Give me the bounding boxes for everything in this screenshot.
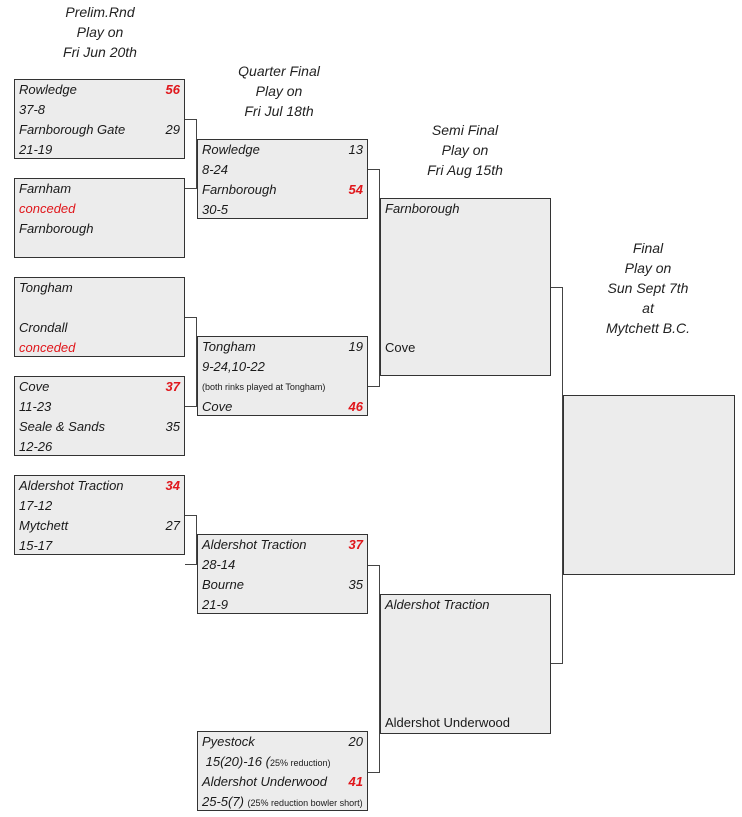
team-name: Farnborough Gate <box>19 122 126 137</box>
quarter-play: Play on <box>255 83 303 99</box>
team-name: Cove <box>19 379 50 394</box>
final-play: Play on <box>624 260 672 276</box>
team-name: Pyestock <box>202 734 255 749</box>
final-at: at <box>642 300 654 316</box>
team-score: 20 <box>348 734 363 749</box>
team-score: 46 <box>348 399 363 414</box>
prelim-match-2: Farnham conceded Farnborough <box>14 178 185 258</box>
quarter-title: Quarter Final <box>238 63 320 79</box>
conceded-note: conceded <box>19 340 76 355</box>
rink-detail: 37-8 <box>19 102 46 117</box>
team-score: 19 <box>348 339 363 354</box>
semi-heading: Semi Final Play on Fri Aug 15th <box>400 120 530 180</box>
team-name: Rowledge <box>202 142 260 157</box>
team-score: 37 <box>348 537 363 552</box>
final-match <box>563 395 735 575</box>
bracket-connector <box>368 565 380 773</box>
semi-play: Play on <box>441 142 489 158</box>
prelim-heading: Prelim.Rnd Play on Fri Jun 20th <box>35 2 165 62</box>
team-name: Cove <box>202 399 233 414</box>
team-name: Farnborough <box>19 221 94 236</box>
team-name: Bourne <box>202 577 244 592</box>
rink-detail: 15(20)-16 ( <box>205 754 270 769</box>
prelim-match-3: Tongham Crondall conceded <box>14 277 185 357</box>
team-name: Rowledge <box>19 82 77 97</box>
team-name: Aldershot Traction <box>19 478 124 493</box>
semi-match-1: Farnborough Cove <box>380 198 551 376</box>
quarter-match-4: Pyestock 20 15(20)-16 (25% reduction) Ald… <box>197 731 368 811</box>
rink-detail: 15-17 <box>19 538 53 553</box>
rink-detail: 28-14 <box>202 557 236 572</box>
team-name: Tongham <box>202 339 256 354</box>
team-name: Seale & Sands <box>19 419 106 434</box>
bracket-connector <box>551 287 563 664</box>
conceded-note: conceded <box>19 201 76 216</box>
team-name: Aldershot Underwood <box>202 774 328 789</box>
final-heading: Final Play on Sun Sept 7th at Mytchett B… <box>583 238 713 338</box>
semi-title: Semi Final <box>431 122 499 138</box>
quarter-match-2: Tongham 19 9-24,10-22 (both rinks played … <box>197 336 368 416</box>
quarter-match-3: Aldershot Traction 37 28-14 Bourne 35 21-9 <box>197 534 368 614</box>
reduction-note: 25% reduction) <box>269 758 331 768</box>
team-score: 27 <box>165 518 180 533</box>
team-score: 56 <box>165 82 180 97</box>
final-date: Sun Sept 7th <box>607 280 689 296</box>
team-score: 13 <box>348 142 363 157</box>
prelim-title: Prelim.Rnd <box>65 4 135 20</box>
prelim-date: Fri Jun 20th <box>63 44 137 60</box>
team-score: 54 <box>348 182 363 197</box>
team-name: Aldershot Traction <box>202 537 307 552</box>
team-score: 35 <box>348 577 363 592</box>
rink-detail: 11-23 <box>19 399 52 414</box>
team-score: 37 <box>165 379 180 394</box>
team-name: Farnborough <box>202 182 277 197</box>
bracket-connector <box>185 515 197 565</box>
final-title: Final <box>632 240 664 256</box>
team-score: 41 <box>348 774 363 789</box>
rink-detail: 25-5(7) <box>202 794 244 809</box>
team-name: Cove <box>385 340 416 355</box>
prelim-play: Play on <box>76 24 124 40</box>
quarter-date: Fri Jul 18th <box>244 103 314 119</box>
rink-detail: 21-9 <box>202 597 229 612</box>
rink-note: (both rinks played at Tongham) <box>202 382 326 392</box>
semi-match-2: Aldershot Traction Aldershot Underwood <box>380 594 551 734</box>
prelim-match-1: Rowledge 56 37-8 Farnborough Gate 29 21-19 <box>14 79 185 159</box>
team-name: Aldershot Traction <box>385 597 490 612</box>
semi-date: Fri Aug 15th <box>427 162 503 178</box>
team-score: 34 <box>165 478 180 493</box>
bracket-connector <box>368 169 380 387</box>
quarter-match-1: Rowledge 13 8-24 Farnborough 54 30-5 <box>197 139 368 219</box>
team-name: Farnborough <box>385 201 460 216</box>
final-venue: Mytchett B.C. <box>605 320 691 336</box>
rink-detail: 30-5 <box>202 202 229 217</box>
team-name: Crondall <box>19 320 68 335</box>
rink-detail: 21-19 <box>19 142 53 157</box>
team-score: 35 <box>165 419 180 434</box>
prelim-match-5: Aldershot Traction 34 17-12 Mytchett 27 15… <box>14 475 185 555</box>
rink-detail: 9-24,10-22 <box>202 359 265 374</box>
quarter-heading: Quarter Final Play on Fri Jul 18th <box>214 61 344 121</box>
bracket-connector <box>185 317 197 407</box>
bracket-connector <box>185 119 197 189</box>
team-name: Mytchett <box>19 518 69 533</box>
prelim-match-4: Cove 37 11-23 Seale & Sands 35 12-26 <box>14 376 185 456</box>
team-name: Tongham <box>19 280 73 295</box>
rink-detail: 17-12 <box>19 498 53 513</box>
rink-detail: 8-24 <box>202 162 229 177</box>
team-name: Aldershot Underwood <box>385 715 511 730</box>
team-score: 29 <box>165 122 180 137</box>
team-name: Farnham <box>19 181 72 196</box>
reduction-note: (25% reduction bowler short) <box>247 798 363 808</box>
rink-detail: 12-26 <box>19 439 53 454</box>
